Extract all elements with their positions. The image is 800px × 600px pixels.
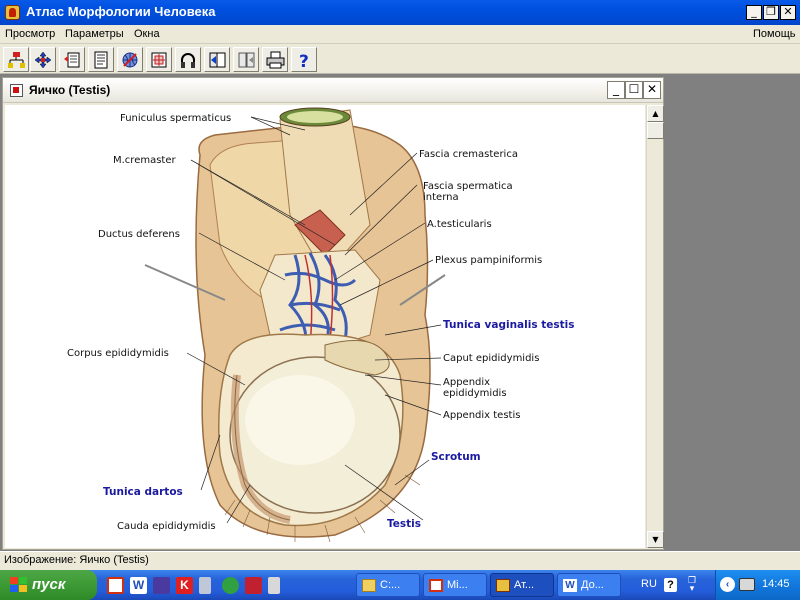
split-page-button[interactable] [233, 47, 259, 72]
word-icon[interactable]: W [130, 577, 147, 594]
zoom-fit-button[interactable] [146, 47, 172, 72]
testis-illustration: Funiculus spermaticus M.cremaster Fascia… [67, 107, 575, 543]
word-icon: W [563, 579, 577, 592]
child-maximize-button[interactable]: ☐ [625, 81, 643, 99]
label-a-testicularis: A.testicularis [427, 219, 492, 230]
atlas-icon [496, 579, 510, 592]
system-tray: ‹ 14:45 [715, 570, 800, 600]
print-preview-button[interactable] [59, 47, 85, 72]
tree-button[interactable] [3, 47, 29, 72]
label-epididymidis: epididymidis [443, 388, 507, 399]
child-close-button[interactable]: ✕ [643, 81, 661, 99]
task-explorer-label: C:... [380, 579, 401, 591]
office-icon[interactable] [107, 577, 124, 594]
game-icon[interactable] [245, 577, 262, 594]
globe-icon [122, 52, 138, 68]
svg-text:?: ? [299, 52, 309, 69]
menu-help[interactable]: Помощь [753, 28, 796, 40]
menu-bar: Просмотр Параметры Окна Помощь [0, 25, 800, 44]
printer-icon [266, 51, 285, 69]
menu-view[interactable]: Просмотр [5, 28, 56, 40]
audio-button[interactable] [175, 47, 201, 72]
phone-icon[interactable] [199, 577, 211, 594]
close-button[interactable]: ✕ [780, 5, 796, 20]
status-text: Изображение: Яичко (Testis) [4, 554, 149, 566]
scroll-down-button[interactable]: ▼ [647, 531, 664, 548]
media-player-icon[interactable] [222, 577, 239, 594]
language-indicator[interactable]: RU [641, 578, 657, 590]
scroll-thumb[interactable] [647, 122, 664, 139]
label-caput-epididymidis: Caput epididymidis [443, 353, 539, 364]
label-tunica-dartos: Tunica dartos [103, 486, 183, 498]
minimize-button[interactable]: _ [746, 5, 762, 20]
child-window: Яичко (Testis) _ ☐ ✕ [2, 77, 664, 550]
task-explorer[interactable]: C:... [356, 573, 420, 597]
document-icon [94, 51, 108, 69]
illustration-canvas: Funiculus spermaticus M.cremaster Fascia… [5, 105, 645, 548]
toolbar: ? [0, 44, 800, 74]
help-button[interactable]: ? [291, 47, 317, 72]
label-scrotum: Scrotum [431, 451, 481, 463]
restore-tray-icon[interactable]: ❐▾ [687, 576, 697, 594]
printer-tray-icon[interactable] [739, 578, 755, 591]
scroll-up-button[interactable]: ▲ [647, 105, 664, 122]
tree-icon [8, 52, 25, 68]
zoom-fit-icon [151, 52, 167, 68]
label-funiculus: Funiculus spermaticus [120, 113, 231, 124]
label-appendix: Appendix [443, 377, 490, 388]
help-icon: ? [299, 52, 309, 69]
main-title-bar[interactable]: Атлас Морфологии Человека _ ❐ ✕ [0, 0, 800, 25]
start-button[interactable]: пуск [0, 570, 97, 600]
help-tray-icon[interactable]: ? [664, 578, 677, 592]
save-icon[interactable] [153, 577, 170, 594]
start-label: пуск [32, 576, 66, 593]
back-page-icon [209, 52, 226, 68]
folder-icon [362, 579, 376, 592]
back-page-button[interactable] [204, 47, 230, 72]
chevron-left-icon[interactable]: ‹ [720, 577, 735, 592]
document-button[interactable] [88, 47, 114, 72]
menu-parameters[interactable]: Параметры [65, 28, 124, 40]
restore-button[interactable]: ❐ [763, 5, 779, 20]
label-plexus: Plexus pampiniformis [435, 255, 542, 266]
label-tunica-vaginalis: Tunica vaginalis testis [443, 319, 575, 331]
label-fascia-spermatica: Fascia spermatica [423, 181, 513, 192]
task-atlas-label: Ат... [514, 579, 535, 591]
move-button[interactable] [30, 47, 56, 72]
task-word[interactable]: W До... [557, 573, 621, 597]
app-icon[interactable] [5, 5, 20, 20]
child-title: Яичко (Testis) [29, 83, 111, 97]
print-button[interactable] [262, 47, 288, 72]
globe-button[interactable] [117, 47, 143, 72]
label-ductus-deferens: Ductus deferens [98, 229, 180, 240]
office-icon [429, 579, 443, 592]
task-atlas[interactable]: Ат... [490, 573, 554, 597]
child-minimize-button[interactable]: _ [607, 81, 625, 99]
print-preview-icon [64, 52, 80, 68]
label-appendix-testis: Appendix testis [443, 410, 520, 421]
vertical-scrollbar[interactable]: ▲ ▼ [646, 105, 664, 548]
task-office-label: Mi... [447, 579, 468, 591]
task-word-label: До... [581, 579, 604, 591]
split-page-icon [238, 52, 255, 68]
menu-windows[interactable]: Окна [134, 28, 160, 40]
label-corpus-epididymidis: Corpus epididymidis [67, 348, 169, 359]
calculator-icon[interactable] [268, 577, 280, 594]
document-window-icon[interactable] [10, 84, 23, 97]
child-title-bar[interactable]: Яичко (Testis) _ ☐ ✕ [3, 78, 663, 103]
headphones-icon [181, 53, 195, 68]
label-cauda-epididymidis: Cauda epididymidis [117, 521, 216, 532]
label-interna: interna [423, 192, 459, 203]
windows-flag-icon [10, 577, 27, 592]
app-title: Атлас Морфологии Человека [26, 4, 216, 19]
task-office[interactable]: Mi... [423, 573, 487, 597]
status-bar: Изображение: Яичко (Testis) [0, 551, 800, 570]
antivirus-icon[interactable]: K [176, 577, 193, 594]
move-icon [34, 51, 52, 69]
taskbar: пуск W K C:... Mi... Ат... W До... RU ? … [0, 570, 800, 600]
label-testis: Testis [387, 518, 421, 530]
clock: 14:45 [762, 578, 790, 590]
label-cremaster: M.cremaster [113, 155, 177, 166]
label-fascia-cremasterica: Fascia cremasterica [419, 149, 518, 160]
